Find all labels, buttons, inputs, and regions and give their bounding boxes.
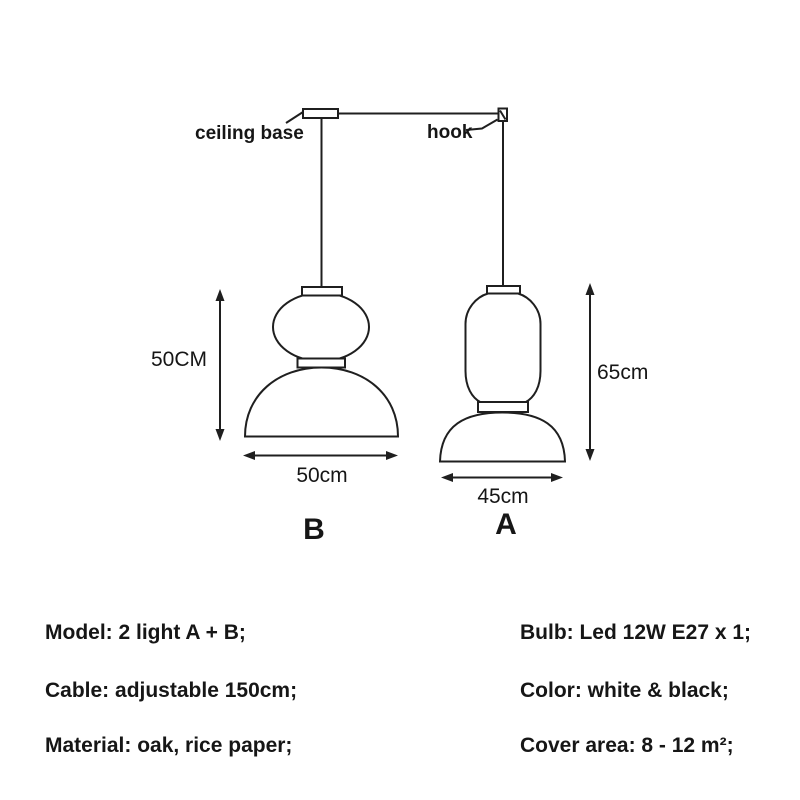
lamp-b-width-label: 50cm (296, 464, 348, 487)
lamp-b-width-arrowhead-right (386, 451, 398, 460)
lamp-a-width-arrowhead-left (441, 473, 453, 482)
lamp-b-ball-shade (272, 292, 370, 362)
lamp-b-letter: B (303, 513, 325, 546)
lamp-a-letter: A (495, 508, 517, 541)
lamp-b-height-arrowhead-top (215, 289, 225, 301)
lamp-b-height-label: 50CM (151, 348, 208, 371)
lamp-b-height-arrowhead-bottom (215, 429, 225, 441)
spec-color: Color: white & black; (520, 679, 729, 702)
lamp-b-middle-band (296, 357, 346, 369)
spec-bulb: Bulb: Led 12W E27 x 1; (520, 621, 752, 644)
lamp-a-width-arrowhead-right (551, 473, 563, 482)
lamp-a-lantern-shade (464, 292, 542, 404)
spec-model: Model: 2 light A + B; (45, 621, 246, 644)
lamp-a-top-cap (486, 285, 521, 295)
lamp-a-width-label: 45cm (477, 485, 529, 508)
hook-leader-line (465, 118, 499, 131)
lamp-a-height-arrowhead-top (585, 283, 595, 295)
spec-cover-area: Cover area: 8 - 12 m²; (520, 734, 734, 757)
lamp-a-height-label: 65cm (597, 361, 649, 384)
lamp-a-middle-band (477, 401, 529, 413)
lamp-diagram (215, 107, 595, 482)
hook-label: hook (427, 122, 473, 143)
ceiling-base-label: ceiling base (195, 123, 304, 144)
ceiling-base-leader-line (285, 111, 304, 124)
spec-cable: Cable: adjustable 150cm; (45, 679, 298, 702)
spec-material: Material: oak, rice paper; (45, 734, 293, 757)
lamp-b-width-arrowhead-left (243, 451, 255, 460)
hook-detail-line (499, 109, 507, 121)
lamp-a-height-arrowhead-bottom (585, 449, 595, 461)
lamp-a-dome-shade (438, 411, 567, 463)
lamp-b-dome-shade (243, 366, 400, 438)
ceiling-base-shape (302, 108, 339, 119)
lamp-b-top-cap (301, 286, 343, 297)
